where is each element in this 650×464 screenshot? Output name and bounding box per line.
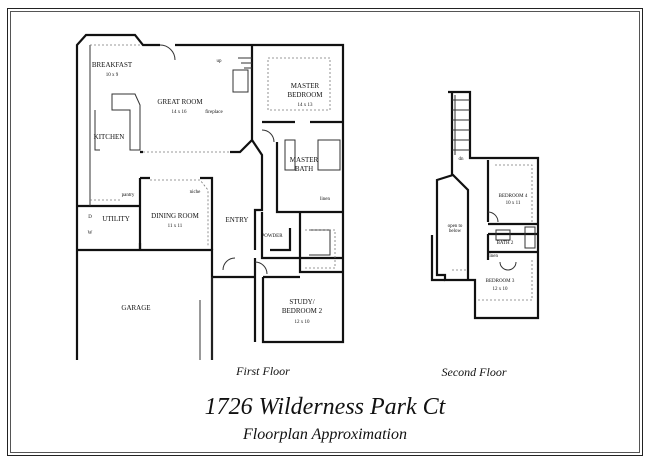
room-label-great-room: GREAT ROOM (157, 98, 203, 106)
room-label-kitchen: KITCHEN (94, 133, 125, 141)
open-to-below-1: open to (448, 224, 463, 229)
washer-label: W (88, 231, 93, 236)
first-floor-caption: First Floor (236, 364, 290, 378)
outer-frame (7, 8, 643, 456)
room-label-entry: ENTRY (226, 216, 249, 224)
room-label-utility: UTILITY (102, 215, 130, 223)
room-size-study: 12 x 10 (295, 320, 311, 325)
inner-frame (10, 11, 640, 453)
second-floor-walls (430, 90, 540, 320)
page-title: 1726 Wilderness Park Ct (204, 394, 446, 420)
linen-label: linen (320, 197, 330, 202)
room-label-dining-room: DINING ROOM (151, 212, 199, 220)
room-label-master-bath-2: BATH (295, 165, 313, 173)
room-size-master-bedroom: 14 x 13 (298, 103, 314, 108)
pantry-label: pantry (122, 193, 135, 198)
room-label-master-bedroom-1: MASTER (291, 82, 320, 90)
room-label-powder: POWDER (261, 234, 283, 239)
dryer-label: D (88, 215, 92, 220)
stairs-down-label: dn (459, 157, 465, 162)
open-to-below-2: below (449, 229, 462, 234)
room-label-bath-2: BATH 2 (497, 241, 514, 246)
room-size-bedroom-4: 10 x 11 (506, 201, 521, 206)
stairs-up-label: up (217, 59, 223, 64)
room-label-bedroom-4: BEDROOM 4 (499, 194, 528, 199)
linen-label-2: linen (488, 254, 498, 259)
room-label-master-bath-1: MASTER (290, 156, 319, 164)
second-floor-caption: Second Floor (441, 365, 507, 379)
room-label-study-2: BEDROOM 2 (282, 307, 323, 315)
room-label-bedroom-3: BEDROOM 3 (486, 279, 515, 284)
first-floor-walls (75, 33, 345, 360)
room-label-breakfast: BREAKFAST (92, 61, 133, 69)
room-label-study-1: STUDY/ (289, 298, 314, 306)
room-size-breakfast: 10 x 9 (106, 73, 119, 78)
fireplace-label: fireplace (205, 110, 223, 115)
niche-label: niche (190, 190, 202, 195)
room-label-master-bedroom-2: BEDROOM (287, 91, 323, 99)
room-size-great-room: 14 x 16 (172, 110, 188, 115)
room-size-dining-room: 11 x 11 (168, 224, 183, 229)
room-size-bedroom-3: 12 x 10 (493, 287, 509, 292)
room-label-garage: GARAGE (121, 304, 150, 312)
page-subtitle: Floorplan Approximation (243, 426, 407, 443)
